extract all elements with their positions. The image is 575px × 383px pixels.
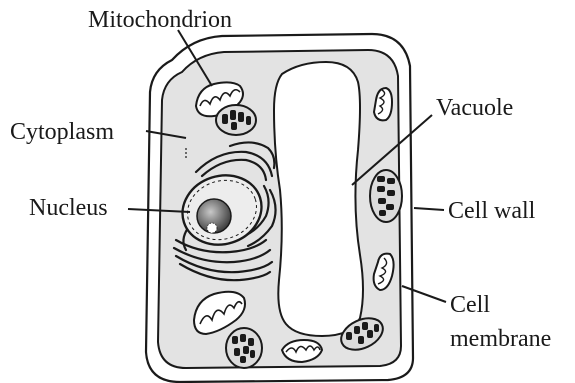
label-cytoplasm: Cytoplasm [10,120,114,144]
label-cell-membrane-line1: Cell [450,288,551,322]
label-cell-membrane: Cell membrane [450,288,551,356]
vacuole [274,62,363,336]
label-vacuole: Vacuole [436,96,513,120]
label-mitochondrion: Mitochondrion [88,8,232,32]
label-cell-membrane-line2: membrane [450,322,551,356]
label-cell-wall: Cell wall [448,199,535,223]
leader-cell-wall [414,208,444,210]
label-nucleus: Nucleus [29,196,108,220]
chloroplast-top [216,105,256,135]
chloroplast-right [370,170,402,222]
chloroplast-bottom-left [226,328,262,368]
